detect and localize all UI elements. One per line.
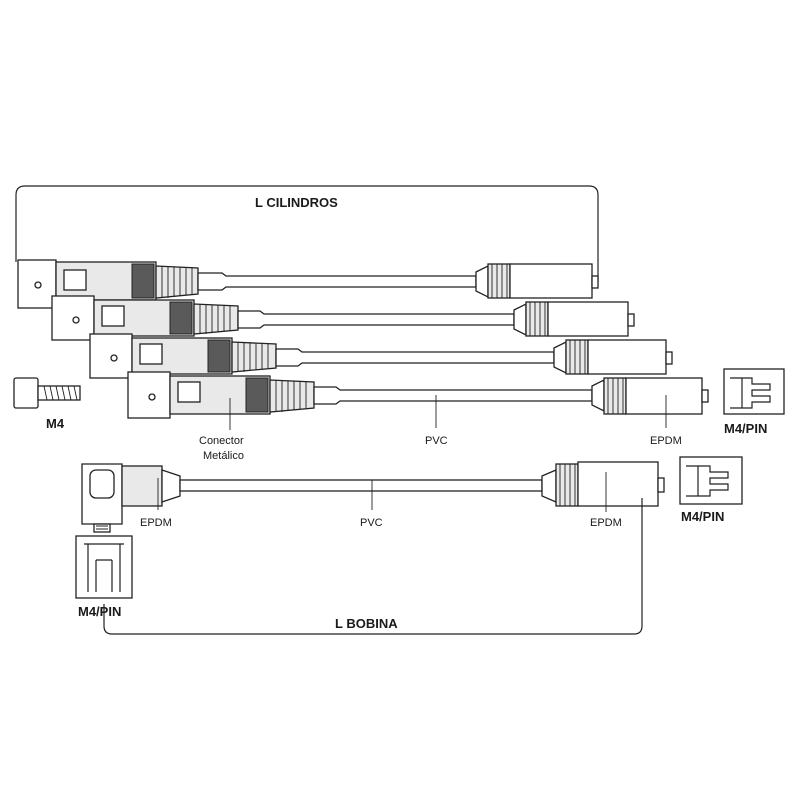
cable-3-boot: [231, 341, 277, 373]
epdm-coil-right-label: EPDM: [590, 517, 622, 529]
cable-3-spark-plug-cap: [587, 339, 667, 375]
cable-1-boot: [155, 265, 199, 299]
cable-4-boot: [269, 379, 315, 413]
cable-1-spark-plug-cap: [509, 263, 593, 299]
pvc-coil-label: PVC: [360, 517, 383, 529]
cylinder-cable-3: [89, 333, 673, 379]
epdm-coil-left-label: EPDM: [140, 517, 172, 529]
epdm-top-label: EPDM: [650, 435, 682, 447]
m4-pin-label-left: M4/PIN: [78, 604, 121, 619]
cable-2-spark-plug-cap: [547, 301, 629, 337]
m4-screw: [13, 377, 81, 409]
coil-cable-wire: [179, 479, 543, 492]
l-bobina-label: L BOBINA: [335, 616, 398, 631]
cable-4-wire: [313, 386, 593, 405]
cylinder-cable-4: [127, 371, 709, 419]
m4-pin-terminal-left: [75, 535, 133, 599]
m4-label: M4: [46, 416, 65, 431]
cable-2-wire: [237, 310, 515, 329]
coil-cable-cap: [577, 461, 659, 507]
m4-pin-label-bottom: M4/PIN: [681, 509, 724, 524]
l-cilindros-label: L CILINDROS: [255, 195, 338, 210]
cable-4-spark-plug-cap: [625, 377, 703, 415]
cable-2-boot: [193, 303, 239, 335]
cable-3-wire: [275, 348, 555, 367]
pvc-top-label: PVC: [425, 435, 448, 447]
conector-label-line1: Conector: [199, 435, 244, 447]
m4-pin-terminal-top: [723, 368, 785, 415]
coil-cable: [81, 461, 665, 533]
conector-label-line2: Metálico: [203, 450, 244, 462]
m4-pin-label-top: M4/PIN: [724, 421, 767, 436]
cable-1-wire: [197, 272, 477, 291]
cylinder-cable-1: [17, 259, 599, 309]
l-bobina-bracket: [103, 498, 643, 635]
cylinder-cable-2: [51, 295, 635, 341]
l-cilindros-bracket: [15, 185, 599, 282]
m4-pin-terminal-bottom: [679, 456, 743, 505]
